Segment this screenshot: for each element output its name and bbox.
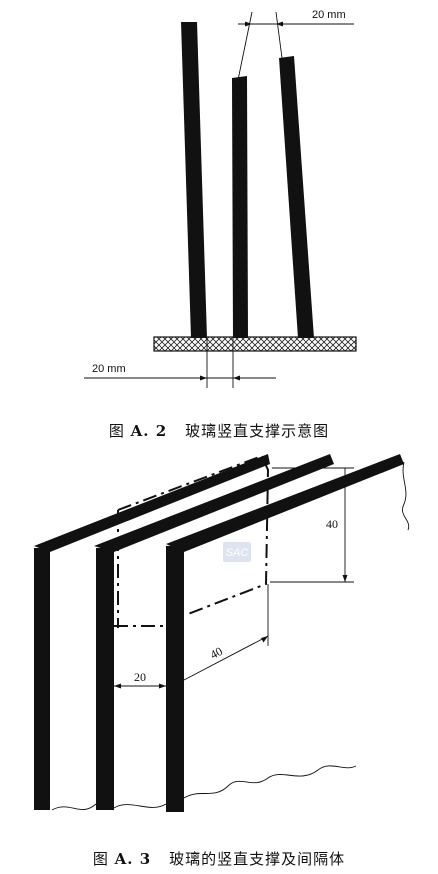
dimension-bottom-label: 20 mm — [92, 363, 126, 375]
caption-a3-number: A. 3 — [114, 850, 152, 868]
glass-pane-left — [181, 22, 207, 338]
figure-a2-drawing: 20 mm 20 mm — [84, 9, 357, 388]
caption-a3-label: 图 — [92, 850, 109, 868]
dimension-bottom — [84, 338, 276, 388]
sac-watermark-text: SAC — [226, 547, 249, 559]
dimension-top — [237, 11, 354, 81]
caption-a2-label: 图 — [108, 422, 125, 440]
dimension-diagonal-label: 40 — [208, 644, 225, 662]
caption-a3: 图 A. 3 玻璃的竖直支撑及间隔体 — [0, 848, 438, 869]
figure-a3-drawing: SAC 40 — [34, 454, 410, 812]
glass-pane-middle — [94, 454, 334, 810]
break-line-bottom — [51, 765, 357, 811]
dimension-top-label: 20 mm — [312, 9, 346, 21]
dimension-vertical-label: 40 — [326, 517, 338, 531]
glass-pane-middle — [232, 76, 248, 338]
glass-pane-right — [279, 56, 314, 338]
spacer-outline — [114, 454, 270, 628]
glass-pane-back — [34, 454, 270, 810]
dimension-gap-label: 20 — [134, 670, 146, 684]
caption-a3-title: 玻璃的竖直支撑及间隔体 — [169, 850, 346, 868]
break-line-right — [402, 461, 410, 531]
caption-a2-number: A. 2 — [130, 422, 168, 440]
base-support — [153, 336, 357, 352]
dimension-gap — [114, 683, 166, 689]
caption-a2: 图 A. 2 玻璃竖直支撑示意图 — [0, 420, 438, 441]
caption-a2-title: 玻璃竖直支撑示意图 — [185, 422, 330, 440]
dimension-diagonal — [183, 584, 269, 681]
sac-watermark: SAC — [223, 542, 251, 562]
figure-a3: SAC 40 — [0, 448, 438, 834]
dimension-vertical — [270, 467, 354, 583]
glass-pane-front — [166, 454, 404, 812]
figure-a2: 20 mm 20 mm — [0, 0, 438, 400]
